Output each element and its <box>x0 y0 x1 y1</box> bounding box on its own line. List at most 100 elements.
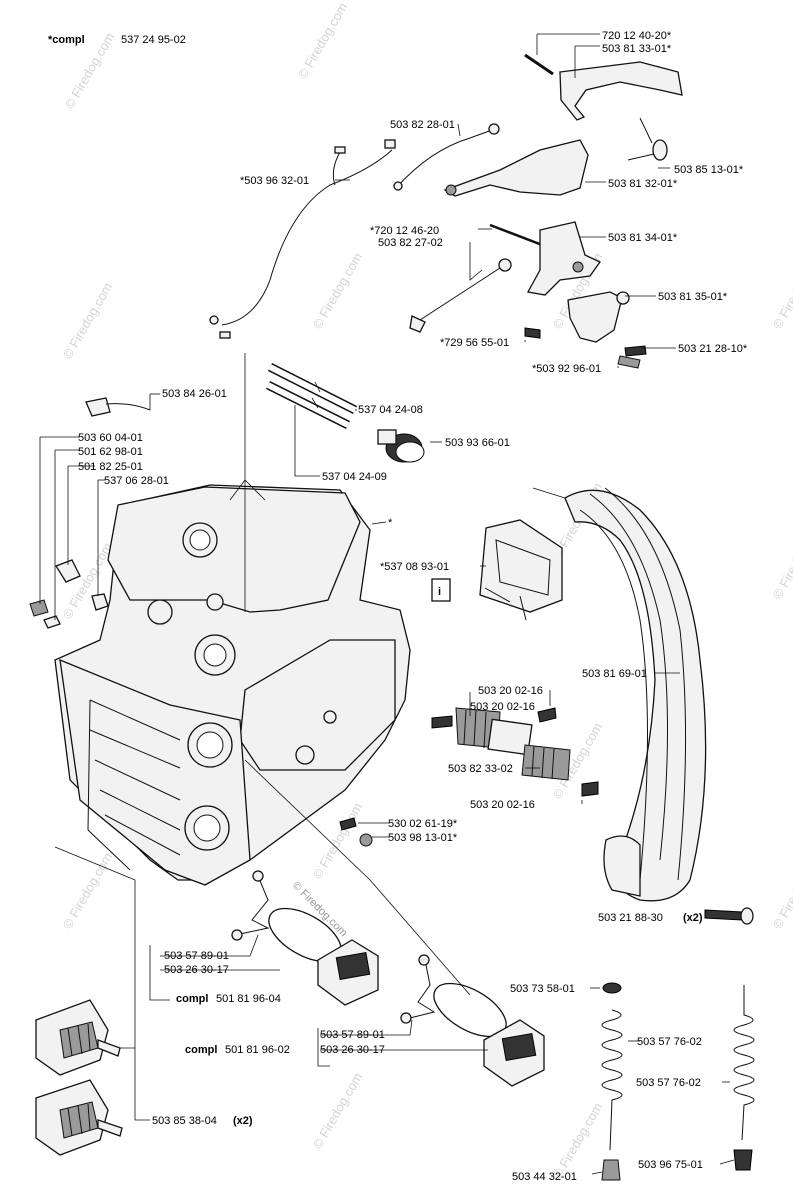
label-17: 503 60 04-01 <box>78 432 143 444</box>
leader-lines-left <box>39 393 160 620</box>
label-28: 530 02 61-19* <box>388 818 458 830</box>
label-30: 503 21 88-30 <box>598 912 663 924</box>
label-32: 503 26 30-17 <box>164 964 229 976</box>
throttle-trigger-part <box>443 139 589 197</box>
leader-lines-top <box>335 33 676 368</box>
assembly-prefix: *compl <box>48 34 85 46</box>
housing-vertical-leader <box>229 353 266 612</box>
tank-housing <box>54 484 411 886</box>
label-38-qty: (x2) <box>233 1115 253 1127</box>
label-15: 537 04 24-08 <box>358 404 423 416</box>
damper-leaders <box>469 690 583 804</box>
label-24: 503 20 02-16 <box>478 685 543 697</box>
label-39: 503 44 32-01 <box>512 1171 577 1183</box>
fuel-filter-left-part <box>35 999 123 1156</box>
label-4: 503 85 13-01* <box>674 164 744 176</box>
compl-b-number: 501 81 96-02 <box>225 1044 290 1056</box>
screw-503-92-part <box>617 355 641 369</box>
label-34: 503 57 76-02 <box>637 1036 702 1048</box>
label-11: 503 21 28-10* <box>678 343 748 355</box>
group-b-leaders <box>317 1019 488 1067</box>
throttle-lock-part <box>559 61 683 121</box>
screw-503-21-part <box>624 345 647 357</box>
watermark-11: © Firedog.com <box>60 850 116 932</box>
label-5: *503 96 32-01 <box>240 175 309 187</box>
label-40: 503 96 75-01 <box>638 1159 703 1171</box>
label-35: 503 57 76-02 <box>636 1077 701 1089</box>
watermark-14: © Firedog.com <box>770 850 793 932</box>
rubber-plug-part <box>359 833 373 847</box>
label-13: *503 92 96-01 <box>532 363 601 375</box>
label-19: 501 82 25-01 <box>78 461 143 473</box>
label-29: 503 98 13-01* <box>388 832 458 844</box>
label-14: 503 84 26-01 <box>162 388 227 400</box>
front-handle-part <box>532 487 707 902</box>
screw-leaders <box>358 822 390 838</box>
label-22: *537 08 93-01 <box>380 561 449 573</box>
av-spring-assembly-a <box>231 870 379 1006</box>
label-25: 503 20 02-16 <box>470 701 535 713</box>
housing-leader <box>371 521 387 525</box>
watermark-13: © Firedog.com <box>550 1100 606 1182</box>
valve-part <box>55 559 81 583</box>
small-parts-left <box>29 397 151 629</box>
group-a-leaders <box>149 934 280 1001</box>
label-8: 503 82 27-02 <box>378 237 443 249</box>
label-30-qty: (x2) <box>683 912 703 924</box>
bushing-part <box>43 615 61 629</box>
choke-rod-part <box>419 267 501 321</box>
label-23: 503 81 69-01 <box>582 668 647 680</box>
label-21: 537 04 24-09 <box>322 471 387 483</box>
compl-a-number: 501 81 96-04 <box>216 993 281 1005</box>
label-37: 503 26 30-17 <box>320 1044 385 1056</box>
label-20: 537 06 28-01 <box>104 475 169 487</box>
spring-leaders <box>590 987 735 1175</box>
label-33: 503 73 58-01 <box>510 983 575 995</box>
label-18: 501 62 98-01 <box>78 446 143 458</box>
washer-part <box>91 593 109 611</box>
av-spring-assembly-b <box>400 954 545 1087</box>
label-27: 503 20 02-16 <box>470 799 535 811</box>
label-10: 503 81 35-01* <box>658 291 728 303</box>
watermark-inline: © Firedog.com <box>290 880 350 940</box>
vibration-damper-part <box>431 707 599 797</box>
sensor-part <box>85 397 111 417</box>
label-3: 503 82 28-01 <box>390 119 455 131</box>
spring-right-part <box>733 985 755 1171</box>
watermark-12: © Firedog.com <box>310 800 366 882</box>
screw-729-part <box>524 327 541 339</box>
label-2: 503 81 33-01* <box>602 43 672 55</box>
compl-b-prefix: compl <box>185 1044 217 1056</box>
part-labels: 720 12 40-20* 503 81 33-01* 503 82 28-01… <box>78 30 748 1183</box>
label-16: 503 93 66-01 <box>445 437 510 449</box>
info-icon-glyph: i <box>438 586 441 598</box>
label-9: 503 81 34-01* <box>608 232 678 244</box>
watermark-15: © Firedog.com <box>310 1070 366 1152</box>
nut-part <box>29 599 49 617</box>
spring-part <box>627 117 668 161</box>
watermark-3: © Firedog.com <box>60 280 116 362</box>
fuel-lines <box>265 362 358 430</box>
assembly-number: 537 24 95-02 <box>121 34 186 46</box>
label-38: 503 85 38-04 <box>152 1115 217 1127</box>
label-1: 720 12 40-20* <box>602 30 672 42</box>
watermark-4: © Firedog.com <box>310 250 366 332</box>
watermark-6: © Firedog.com <box>770 250 793 332</box>
compl-a-prefix: compl <box>176 993 208 1005</box>
stop-lever-part <box>526 221 601 296</box>
fuel-filter-part <box>377 429 425 463</box>
pin-part <box>524 53 554 76</box>
label-36: 503 57 89-01 <box>320 1029 385 1041</box>
info-icon <box>431 578 451 602</box>
screw-530-part <box>339 817 357 831</box>
housing-asterisk: * <box>388 517 393 529</box>
diag-leader <box>244 759 471 996</box>
handle-bolt-part <box>704 907 754 925</box>
label-12: *729 56 55-01 <box>440 337 509 349</box>
label-7: *720 12 46-20 <box>370 225 439 237</box>
cover-plate-part <box>479 519 563 621</box>
label-31: 503 57 89-01 <box>164 950 229 962</box>
label-26: 503 82 33-02 <box>448 763 513 775</box>
lever-plate-part <box>567 291 623 343</box>
